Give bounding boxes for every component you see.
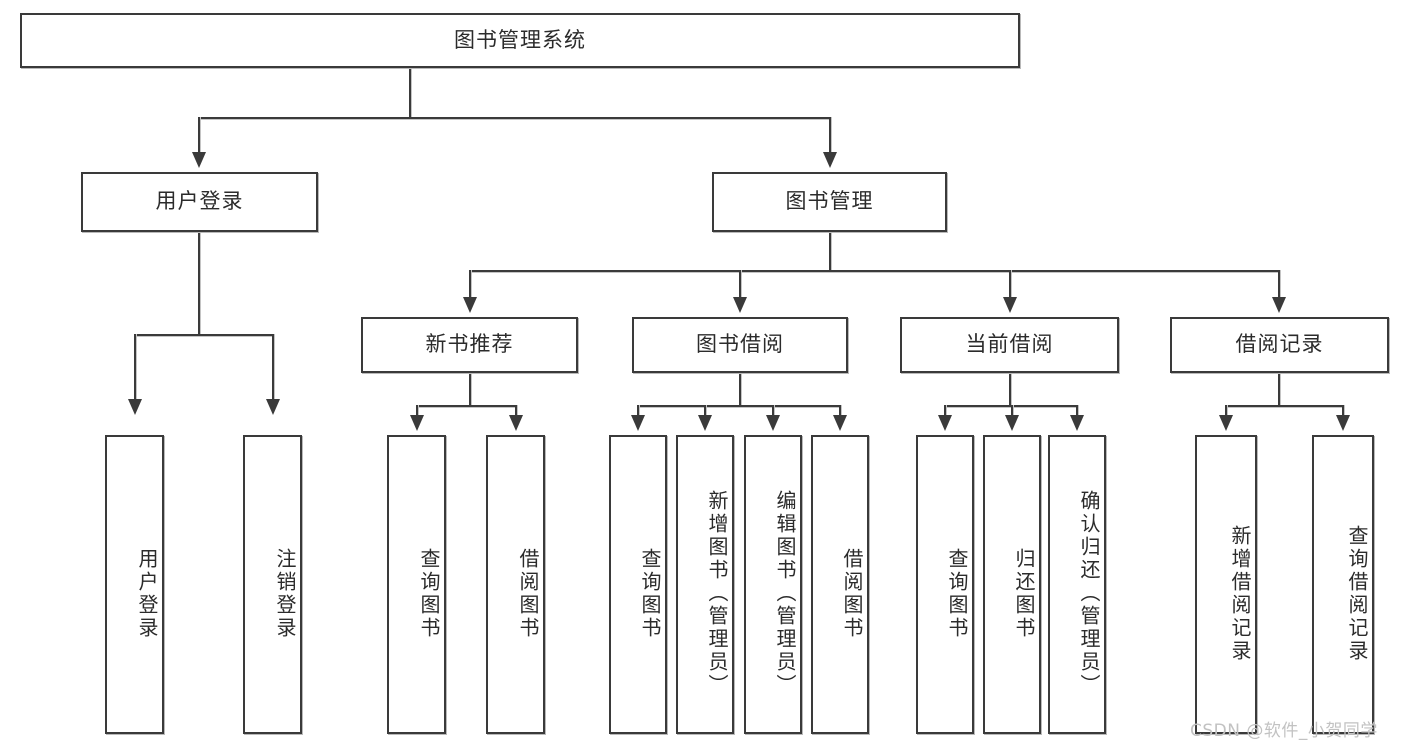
connector-book-borrow-stem <box>739 373 741 406</box>
connector-new-book-rec-bus <box>416 405 516 407</box>
node-leaf-user-login[interactable]: 用户登录 <box>105 435 164 734</box>
node-borrow-record-label: 借阅记录 <box>1235 332 1324 357</box>
node-current-borrow-label: 当前借阅 <box>965 332 1054 357</box>
node-user-login-label: 用户登录 <box>155 189 244 214</box>
connector-level2-bus <box>469 270 1279 272</box>
arrow-leaf-return-book <box>1005 415 1019 431</box>
node-leaf-edit-book-label: 编辑图书（管理员） <box>773 490 797 697</box>
node-leaf-confirm-return[interactable]: 确认归还（管理员） <box>1048 435 1106 734</box>
connector-user-login-bus <box>134 334 273 336</box>
connector-book-borrow-drop-2 <box>704 405 706 417</box>
arrow-leaf-query-book-2 <box>631 415 645 431</box>
node-book-borrow-label: 图书借阅 <box>696 332 784 357</box>
node-leaf-borrow-book-1[interactable]: 借阅图书 <box>486 435 545 734</box>
connector-user-login-drop-1 <box>134 334 136 401</box>
connector-new-book-rec-drop-1 <box>416 405 418 417</box>
connector-to-book-mgmt <box>829 117 831 154</box>
node-leaf-query-record[interactable]: 查询借阅记录 <box>1312 435 1374 734</box>
connector-book-borrow-drop-4 <box>839 405 841 417</box>
node-new-book-rec-label: 新书推荐 <box>425 332 514 357</box>
connector-new-book-rec-drop-2 <box>515 405 517 417</box>
node-leaf-borrow-book-2-label: 借阅图书 <box>840 547 864 640</box>
connector-user-login-drop-2 <box>272 334 274 401</box>
node-book-borrow[interactable]: 图书借阅 <box>632 317 848 373</box>
node-leaf-query-book-3[interactable]: 查询图书 <box>916 435 974 734</box>
node-leaf-confirm-return-label: 确认归还（管理员） <box>1077 490 1101 697</box>
connector-to-borrow-record <box>1278 270 1280 299</box>
arrow-to-book-borrow <box>733 297 747 313</box>
connector-top-bus <box>198 117 830 119</box>
connector-book-borrow-drop-3 <box>772 405 774 417</box>
node-new-book-rec[interactable]: 新书推荐 <box>361 317 578 373</box>
node-leaf-add-book[interactable]: 新增图书（管理员） <box>676 435 734 734</box>
arrow-to-borrow-record <box>1272 297 1286 313</box>
node-leaf-query-book-1[interactable]: 查询图书 <box>387 435 446 734</box>
connector-user-login-stem <box>198 232 200 335</box>
arrow-to-current-borrow <box>1003 297 1017 313</box>
connector-to-new-book-rec <box>469 270 471 299</box>
connector-to-book-borrow <box>739 270 741 299</box>
connector-current-borrow-stem <box>1009 373 1011 406</box>
arrow-leaf-borrow-book-2 <box>833 415 847 431</box>
connector-borrow-record-bus <box>1225 405 1343 407</box>
connector-current-borrow-drop-1 <box>944 405 946 417</box>
watermark: CSDN @软件_小贺同学 <box>1190 721 1378 741</box>
arrow-leaf-user-login <box>128 399 142 415</box>
connector-to-current-borrow <box>1009 270 1011 299</box>
connector-current-borrow-drop-2 <box>1011 405 1013 417</box>
connector-new-book-rec-stem <box>469 373 471 406</box>
node-borrow-record[interactable]: 借阅记录 <box>1170 317 1389 373</box>
node-leaf-add-book-label: 新增图书（管理员） <box>705 490 729 697</box>
connector-book-borrow-bus <box>637 405 841 407</box>
connector-current-borrow-drop-3 <box>1076 405 1078 417</box>
node-leaf-edit-book[interactable]: 编辑图书（管理员） <box>744 435 802 734</box>
node-leaf-user-login-label: 用户登录 <box>135 547 159 640</box>
node-leaf-borrow-book-1-label: 借阅图书 <box>516 547 540 640</box>
node-user-login[interactable]: 用户登录 <box>81 172 318 232</box>
arrow-leaf-confirm-return <box>1070 415 1084 431</box>
arrow-leaf-edit-book <box>766 415 780 431</box>
node-leaf-return-book[interactable]: 归还图书 <box>983 435 1041 734</box>
node-leaf-query-book-3-label: 查询图书 <box>945 547 969 640</box>
connector-to-user-login <box>198 117 200 154</box>
connector-borrow-record-drop-2 <box>1342 405 1344 417</box>
node-root-label: 图书管理系统 <box>454 27 586 52</box>
connector-borrow-record-stem <box>1278 373 1280 406</box>
arrow-leaf-add-book <box>698 415 712 431</box>
node-leaf-return-book-label: 归还图书 <box>1012 547 1036 640</box>
arrow-leaf-add-record <box>1219 415 1233 431</box>
arrow-to-new-book-rec <box>463 297 477 313</box>
node-leaf-logout[interactable]: 注销登录 <box>243 435 302 734</box>
node-book-mgmt-label: 图书管理 <box>785 189 874 214</box>
node-leaf-query-book-2-label: 查询图书 <box>638 547 662 640</box>
arrow-leaf-query-record <box>1336 415 1350 431</box>
node-leaf-query-book-2[interactable]: 查询图书 <box>609 435 667 734</box>
connector-book-borrow-drop-1 <box>637 405 639 417</box>
connector-root-stem <box>409 68 411 118</box>
arrow-leaf-query-book-1 <box>410 415 424 431</box>
arrow-to-book-mgmt <box>823 152 837 168</box>
arrow-to-user-login <box>192 152 206 168</box>
arrow-leaf-query-book-3 <box>938 415 952 431</box>
connector-borrow-record-drop-1 <box>1225 405 1227 417</box>
node-leaf-query-book-1-label: 查询图书 <box>417 547 441 640</box>
node-current-borrow[interactable]: 当前借阅 <box>900 317 1119 373</box>
node-leaf-add-record-label: 新增借阅记录 <box>1228 524 1252 663</box>
arrow-leaf-borrow-book-1 <box>509 415 523 431</box>
node-leaf-borrow-book-2[interactable]: 借阅图书 <box>811 435 869 734</box>
arrow-leaf-logout <box>266 399 280 415</box>
node-root[interactable]: 图书管理系统 <box>20 13 1020 68</box>
node-leaf-logout-label: 注销登录 <box>273 547 297 640</box>
node-leaf-add-record[interactable]: 新增借阅记录 <box>1195 435 1257 734</box>
node-leaf-query-record-label: 查询借阅记录 <box>1345 524 1369 663</box>
node-book-mgmt[interactable]: 图书管理 <box>712 172 947 232</box>
connector-book-mgmt-stem <box>829 232 831 271</box>
